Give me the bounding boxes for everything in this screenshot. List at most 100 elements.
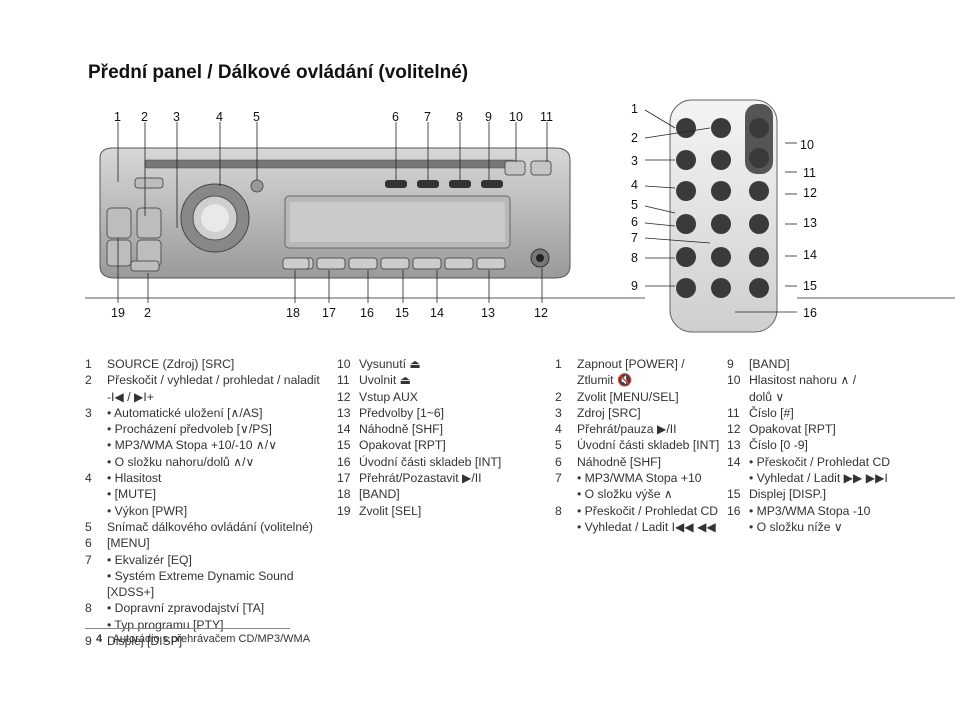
remote-callout-15: 15 (803, 279, 817, 293)
legend-text: [BAND] (359, 487, 400, 502)
legend-number: 12 (337, 389, 351, 404)
head-unit (99, 147, 571, 279)
legend-text: Číslo [#] (749, 405, 794, 420)
legend-number (85, 421, 107, 437)
legend-row: • Procházení předvoleb [∨/PS] (85, 421, 320, 437)
legend-text: Hlasitost nahoru ∧ / (749, 373, 857, 388)
leader-lines (85, 109, 955, 313)
legend-number: 3 (85, 405, 92, 420)
remote-callout-16: 16 (803, 306, 817, 320)
legend-text: Úvodní části skladeb [INT] (359, 454, 502, 469)
callout-top-11: 11 (540, 110, 553, 124)
legend-row: 6 [MENU] (85, 535, 320, 551)
legend-number (85, 503, 107, 519)
callout-top-5: 5 (253, 110, 260, 124)
legend-text: Úvodní části skladeb [INT] (577, 438, 720, 453)
legend-row: 8 • Dopravní zpravodajství [TA] (85, 600, 320, 616)
callout-bottom-2: 2 (144, 306, 151, 320)
legend-number: 5 (555, 438, 562, 453)
legend-row: 16• MP3/WMA Stopa -10 (727, 503, 890, 519)
legend-number (85, 568, 107, 584)
legend-number: 9 (85, 634, 92, 649)
legend-text: • Ekvalizér [EQ] (107, 552, 192, 567)
legend-number (727, 519, 749, 535)
legend-text: Náhodně [SHF] (359, 422, 444, 437)
legend-row: • Typ programu [PTY] (85, 617, 320, 633)
legend-text: Číslo [0 -9] (749, 438, 808, 453)
legend-text: • [MUTE] (107, 487, 156, 502)
legend-text: Zvolit [MENU/SEL] (577, 389, 679, 404)
legend-text: [MENU] (107, 536, 150, 551)
legend-row: • Výkon [PWR] (85, 503, 320, 519)
legend-row: • Vyhledat / Ladit I◀◀ ◀◀ (555, 519, 719, 535)
legend-number: 15 (727, 487, 741, 502)
legend-text: • Procházení předvoleb [∨/PS] (107, 422, 272, 437)
callout-top-4: 4 (216, 110, 223, 124)
legend-row: 9[BAND] (727, 356, 890, 372)
legend-number: 16 (337, 454, 351, 469)
remote-callout-4: 4 (631, 178, 638, 192)
legend-row: 7• MP3/WMA Stopa +10 (555, 470, 719, 486)
legend-row: 6 Náhodně [SHF] (555, 454, 719, 470)
legend-row: 12 Vstup AUX (337, 389, 501, 405)
remote-callout-5: 5 (631, 198, 638, 212)
remote-callout-8: 8 (631, 251, 638, 265)
legend-row: [XDSS+] (85, 584, 320, 600)
legend-row: • O složku výše ∧ (555, 486, 719, 502)
remote-callout-12: 12 (803, 186, 817, 200)
legend-text: Snímač dálkového ovládání (volitelné) (107, 519, 313, 534)
callout-bottom-15: 15 (395, 306, 409, 320)
legend-number: 6 (555, 454, 562, 469)
remote-callout-6: 6 (631, 215, 638, 229)
callout-top-7: 7 (424, 110, 431, 124)
legend-row: 3• Automatické uložení [∧/AS] (85, 405, 320, 421)
legend-number: 8 (85, 601, 92, 616)
legend-row: • Vyhledat / Ladit ▶▶ ▶▶I (727, 470, 890, 486)
legend-number: 19 (337, 503, 351, 518)
remote-callout-1: 1 (631, 102, 638, 116)
remote-callout-14: 14 (803, 248, 817, 262)
legend-text: dolů ∨ (749, 389, 785, 404)
legend-row: • O složku nahoru/dolů ∧/∨ (85, 454, 320, 470)
legend-text: Náhodně [SHF] (577, 454, 662, 469)
callout-top-8: 8 (456, 110, 463, 124)
legend-text: Vstup AUX (359, 389, 418, 404)
legend-text: Přehrát/Pozastavit ▶/II (359, 471, 482, 486)
legend-text: • O složku níže ∨ (749, 519, 843, 534)
legend-text: Opakovat [RPT] (359, 438, 446, 453)
legend-number: 11 (727, 405, 740, 420)
legend-text: • Dopravní zpravodajství [TA] (107, 601, 265, 616)
remote-callout-7: 7 (631, 231, 638, 245)
legend-number (727, 470, 749, 486)
legend-row: dolů ∨ (727, 389, 890, 405)
legend-text: Ztlumit 🔇 (577, 373, 633, 388)
legend-text: • Typ programu [PTY] (107, 617, 224, 632)
callout-top-10: 10 (509, 110, 523, 124)
legend-text: • Hlasitost (107, 471, 162, 486)
legend-row: 8• Přeskočit / Prohledat CD (555, 503, 719, 519)
legend-row: 5 Úvodní části skladeb [INT] (555, 437, 719, 453)
page-number: 4 (96, 633, 103, 645)
legend-text: Předvolby [1~6] (359, 405, 445, 420)
legend-number: 17 (337, 471, 351, 486)
legend-number: 6 (85, 536, 92, 551)
legend-row: 9 Displej [DISP] (85, 633, 320, 649)
legend-text: [XDSS+] (107, 585, 155, 600)
legend-number (85, 617, 107, 633)
callout-bottom-19: 19 (111, 306, 125, 320)
legend-number (727, 389, 749, 405)
legend-number (555, 486, 577, 502)
legend-number (85, 486, 107, 502)
legend-number: 7 (555, 471, 562, 486)
legend-text: Displej [DISP] (107, 634, 183, 649)
